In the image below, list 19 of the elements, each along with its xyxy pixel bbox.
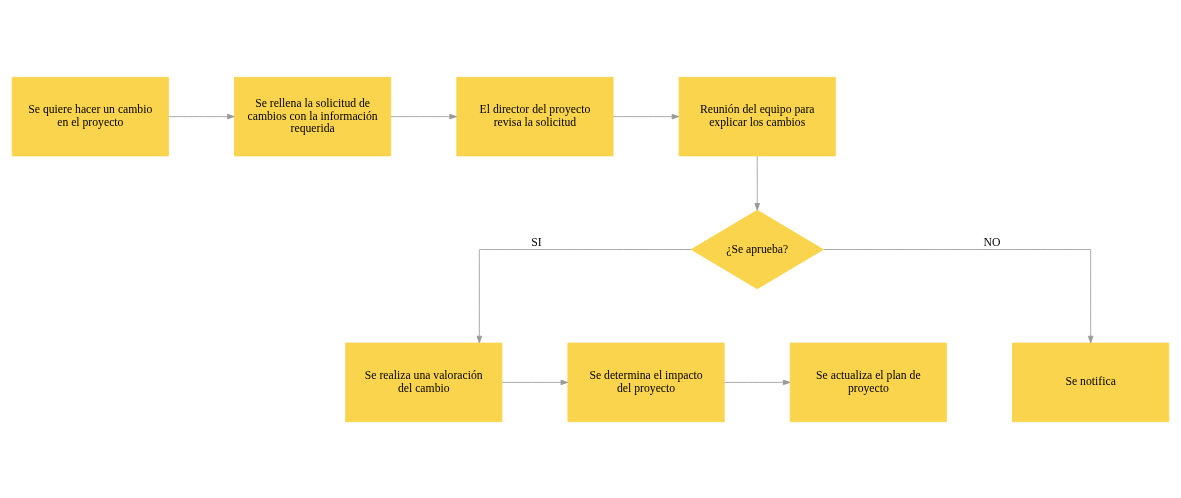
arrow (168, 113, 235, 119)
edge-label: SI (531, 235, 542, 249)
node-diamond: ¿Se aprueba? (690, 209, 824, 289)
arrow (476, 248, 692, 343)
arrow (724, 379, 791, 385)
arrow (501, 379, 569, 385)
arrow (823, 248, 1094, 343)
node-box: Se rellena la solicitud de cambios con la información requerida (234, 76, 392, 156)
node-box: El director del proyecto revisa la solicitud (456, 76, 614, 156)
node-box: Se notifica (1012, 342, 1170, 422)
node-box: Se actualiza el plan de proyecto (789, 342, 947, 422)
node-box: Se realiza una valoración del cambio (345, 342, 503, 422)
edge-label: NO (983, 235, 1001, 249)
arrow (390, 113, 457, 119)
node-box: Reunión del equipo para explicar los cambios (678, 76, 836, 156)
node-box: Se quiere hacer un cambio en el proyecto (11, 76, 169, 156)
node-box: Se determina el impacto del proyecto (567, 342, 725, 422)
arrow (612, 113, 680, 119)
arrow (754, 155, 760, 211)
